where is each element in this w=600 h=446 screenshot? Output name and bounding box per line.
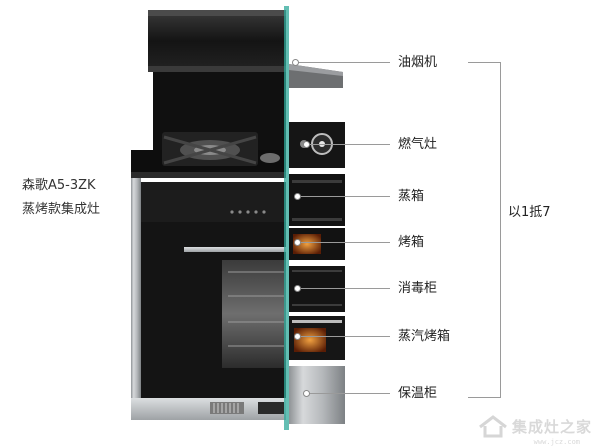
leader-line-warming — [306, 393, 390, 394]
leader-line-hood — [296, 62, 390, 63]
watermark: 集成灶之家 — [478, 414, 592, 438]
oven-racks — [228, 271, 284, 347]
label-disinfection-cabinet: 消毒柜 — [398, 281, 438, 296]
label-gas-stove: 燃气灶 — [398, 137, 438, 152]
label-oven: 烤箱 — [398, 235, 425, 250]
leader-line-steam-oven — [298, 336, 390, 337]
glass-divider — [284, 6, 289, 430]
watermark-text: 集成灶之家 — [511, 417, 592, 436]
oven-window — [222, 260, 286, 368]
leader-dot-oven — [294, 239, 301, 246]
oven-handle — [184, 247, 286, 252]
leader-dot-stove — [303, 141, 310, 148]
cabinet-side — [131, 178, 141, 408]
cabinet-plinth — [131, 398, 286, 420]
summary-text: 以1抵7 — [508, 205, 551, 220]
control-dots — [230, 210, 266, 214]
label-steam-box: 蒸箱 — [398, 189, 425, 204]
model-name: 森歌A5-3ZK — [22, 178, 96, 193]
model-type: 蒸烤款集成灶 — [22, 202, 101, 217]
leader-dot-hood — [292, 59, 299, 66]
summary-bracket — [468, 62, 501, 398]
label-warming-cabinet: 保温柜 — [398, 386, 438, 401]
label-steam-oven: 蒸汽烤箱 — [398, 329, 451, 344]
house-logo-icon — [479, 415, 507, 438]
leader-dot-steam-box — [294, 193, 301, 200]
warming-cabinet-module — [289, 366, 345, 424]
leader-dot-steam-oven — [294, 333, 301, 340]
burner-grate — [162, 132, 280, 166]
hood-panel — [148, 10, 286, 72]
leader-line-stove — [306, 144, 390, 145]
leader-line-steam-box — [298, 196, 390, 197]
leader-line-oven — [298, 242, 390, 243]
leader-line-disinfection — [298, 288, 390, 289]
leader-dot-warming — [303, 390, 310, 397]
leader-dot-disinfection — [294, 285, 301, 292]
label-range-hood: 油烟机 — [398, 55, 438, 70]
watermark-site: www.jcz.com — [533, 438, 580, 446]
